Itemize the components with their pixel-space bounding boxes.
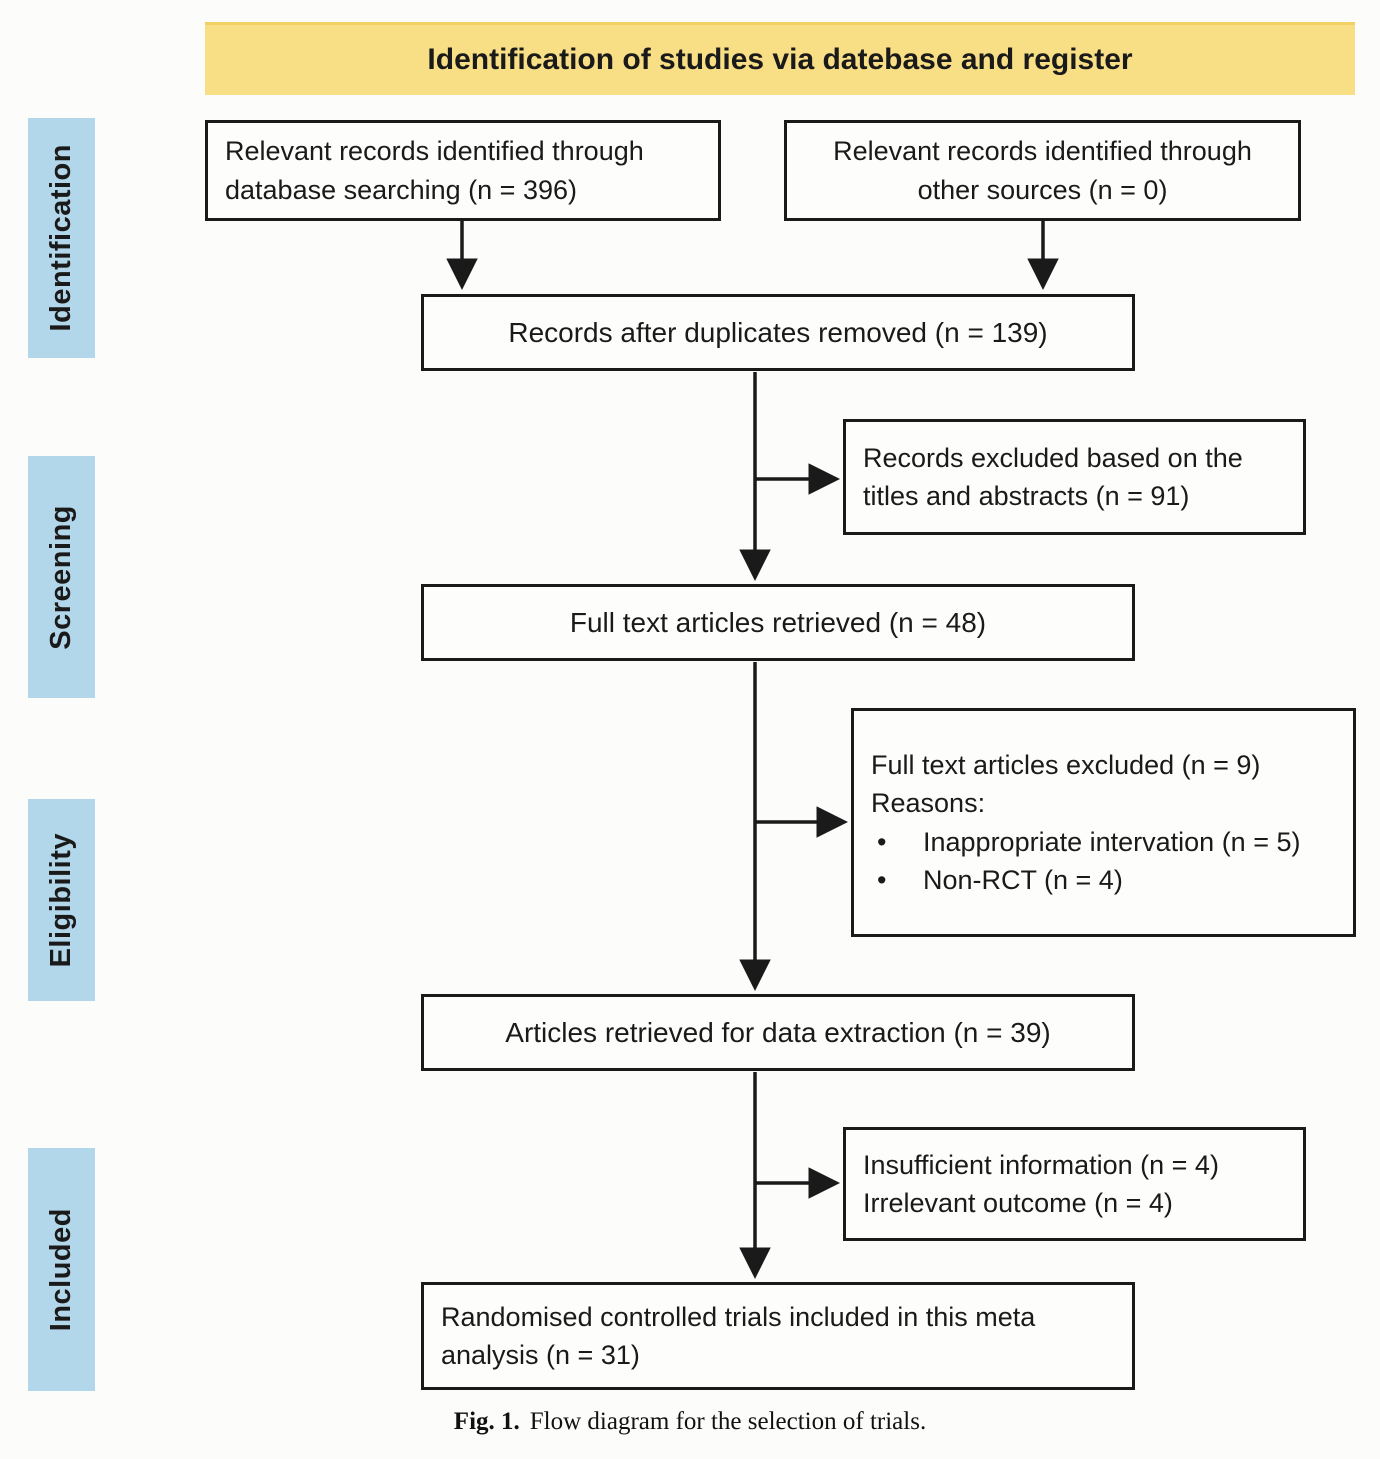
- bullet-text: Non-RCT (n = 4): [923, 864, 1123, 895]
- box-full-text-excluded: Full text articles excluded (n = 9) Reas…: [851, 708, 1356, 937]
- stage-label-text: Identification: [45, 144, 77, 332]
- figure-caption: Fig. 1. Flow diagram for the selection of…: [0, 1408, 1380, 1436]
- box-text-line: Randomised controlled trials included in…: [441, 1301, 1036, 1332]
- box-text-line: analysis (n = 31): [441, 1340, 640, 1370]
- diagram-title: Identification of studies via datebase a…: [427, 43, 1133, 76]
- box-text-line: other sources (n = 0): [917, 174, 1168, 205]
- reason-bullet-item: Inappropriate intervation (n = 5): [871, 823, 1300, 861]
- stage-label-included: Included: [28, 1148, 95, 1391]
- box-text-line: Records excluded based on the: [863, 442, 1243, 473]
- box-text-line: Relevant records identified through: [833, 136, 1252, 167]
- box-duplicates-removed: Records after duplicates removed (n = 13…: [421, 294, 1135, 371]
- box-insufficient-information: Insufficient information (n = 4) Irrelev…: [843, 1127, 1306, 1241]
- box-text-line: Records after duplicates removed (n = 13…: [508, 316, 1048, 348]
- stage-label-text: Eligibility: [45, 832, 77, 968]
- box-other-sources: Relevant records identified through othe…: [784, 120, 1301, 221]
- reason-bullet-item: Non-RCT (n = 4): [871, 861, 1123, 899]
- stage-label-identification: Identification: [28, 118, 95, 358]
- diagram-title-banner: Identification of studies via datebase a…: [205, 22, 1355, 95]
- stage-label-text: Included: [45, 1207, 77, 1332]
- box-text-line: Full text articles excluded (n = 9): [871, 749, 1261, 780]
- box-text-line: database searching (n = 396): [225, 174, 577, 205]
- box-data-extraction: Articles retrieved for data extraction (…: [421, 994, 1135, 1071]
- stage-label-eligibility: Eligibility: [28, 799, 95, 1001]
- figure-caption-text: Flow diagram for the selection of trials…: [529, 1408, 927, 1435]
- box-included-trials: Randomised controlled trials included in…: [421, 1282, 1135, 1390]
- box-full-text-retrieved: Full text articles retrieved (n = 48): [421, 584, 1135, 661]
- box-text-line: titles and abstracts (n = 91): [863, 481, 1190, 511]
- box-text-line: Reasons:: [871, 788, 986, 819]
- box-excluded-titles-abstracts: Records excluded based on the titles and…: [843, 419, 1306, 535]
- stage-label-screening: Screening: [28, 456, 95, 698]
- box-text-line: Full text articles retrieved (n = 48): [569, 606, 987, 638]
- figure-caption-label: Fig. 1.: [453, 1408, 520, 1435]
- box-text-line: Relevant records identified through: [225, 136, 644, 167]
- box-database-records: Relevant records identified through data…: [205, 120, 721, 221]
- stage-label-text: Screening: [45, 504, 77, 650]
- box-text-line: Insufficient information (n = 4): [863, 1149, 1219, 1180]
- box-text-line: Irrelevant outcome (n = 4): [863, 1188, 1173, 1218]
- bullet-text: Inappropriate intervation (n = 5): [923, 826, 1301, 857]
- box-text-line: Articles retrieved for data extraction (…: [505, 1016, 1051, 1048]
